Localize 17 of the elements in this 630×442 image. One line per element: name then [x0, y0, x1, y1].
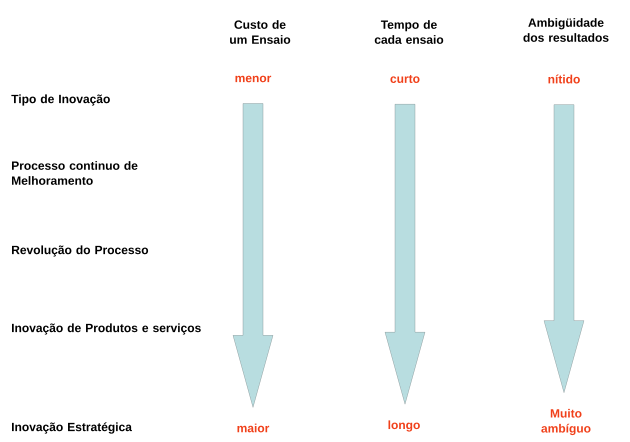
row-label: Inovação Estratégica: [12, 422, 132, 434]
block-arrow: [384, 104, 426, 404]
column-header: Custo de um Ensaio: [230, 20, 290, 44]
value-label: maior: [237, 424, 270, 432]
row-label: Revolução do Processo: [12, 245, 148, 257]
row-label: Tipo de Inovação: [11, 94, 110, 106]
block-arrow: [544, 104, 584, 393]
value-label: nítido: [548, 74, 580, 84]
value-label: Muito ambíguo: [541, 408, 591, 436]
row-label: Processo continuo de Melhoramento: [12, 161, 138, 185]
row-label: Inovação de Produtos e serviços: [12, 323, 201, 335]
block-arrow: [232, 103, 274, 408]
value-label: curto: [390, 75, 420, 83]
column-header: Tempo de cada ensaio: [374, 20, 444, 44]
value-label: longo: [388, 420, 420, 432]
column-header: Ambigüidade dos resultados: [523, 18, 608, 42]
value-label: menor: [235, 76, 272, 82]
